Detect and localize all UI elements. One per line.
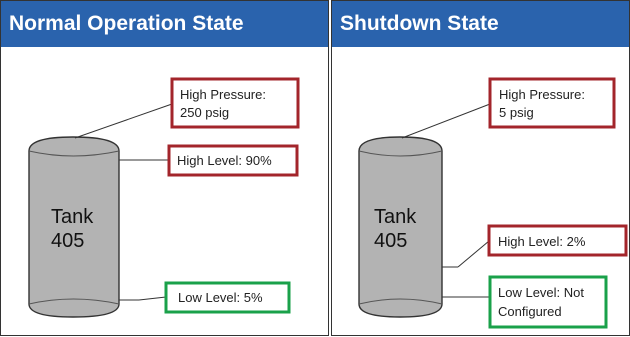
tank-label-line1: Tank (51, 206, 94, 228)
high-pressure-text-line2: 5 psig (499, 105, 534, 120)
tank-label-line2: 405 (51, 230, 84, 252)
high-pressure-callout (488, 77, 616, 129)
panel-title-shutdown: Shutdown State (332, 1, 629, 47)
low-level-callout (488, 275, 608, 329)
tank-label-line2: 405 (374, 230, 407, 252)
tank-bottom-seam (28, 298, 120, 305)
panel-title-normal: Normal Operation State (1, 1, 328, 47)
low-level-text: Low Level: 5% (178, 290, 263, 305)
high-pressure-text-line2: 250 psig (180, 105, 229, 120)
normal-diagram: Tank 405 High Pressure: 250 psig High Le… (28, 77, 300, 318)
high-pressure-text-line1: High Pressure: (499, 87, 585, 102)
high-pressure-callout (170, 77, 300, 129)
low-level-text-line2: Configured (498, 304, 562, 319)
high-level-text: High Level: 2% (498, 234, 586, 249)
high-pressure-leader (401, 103, 491, 139)
tank-bottom-seam (358, 298, 443, 305)
high-level-leader-bend (457, 240, 490, 268)
tank-top-seam (28, 150, 120, 157)
high-level-callout (167, 144, 299, 177)
low-level-leader-bend (138, 296, 167, 301)
shutdown-panel: Shutdown State Tank 405 High Pressure: 5… (331, 0, 630, 336)
low-level-callout (164, 281, 291, 314)
shutdown-diagram: Tank 405 High Pressure: 5 psig High Leve… (358, 77, 628, 329)
normal-operation-panel: Normal Operation State Tank 405 High Pre… (0, 0, 329, 336)
tank-top-seam (358, 150, 443, 157)
high-level-callout (487, 224, 628, 257)
high-pressure-leader (74, 103, 173, 139)
tank-label-line1: Tank (374, 206, 417, 228)
high-pressure-text-line1: High Pressure: (180, 87, 266, 102)
high-level-text: High Level: 90% (177, 153, 272, 168)
low-level-text-line1: Low Level: Not (498, 285, 584, 300)
